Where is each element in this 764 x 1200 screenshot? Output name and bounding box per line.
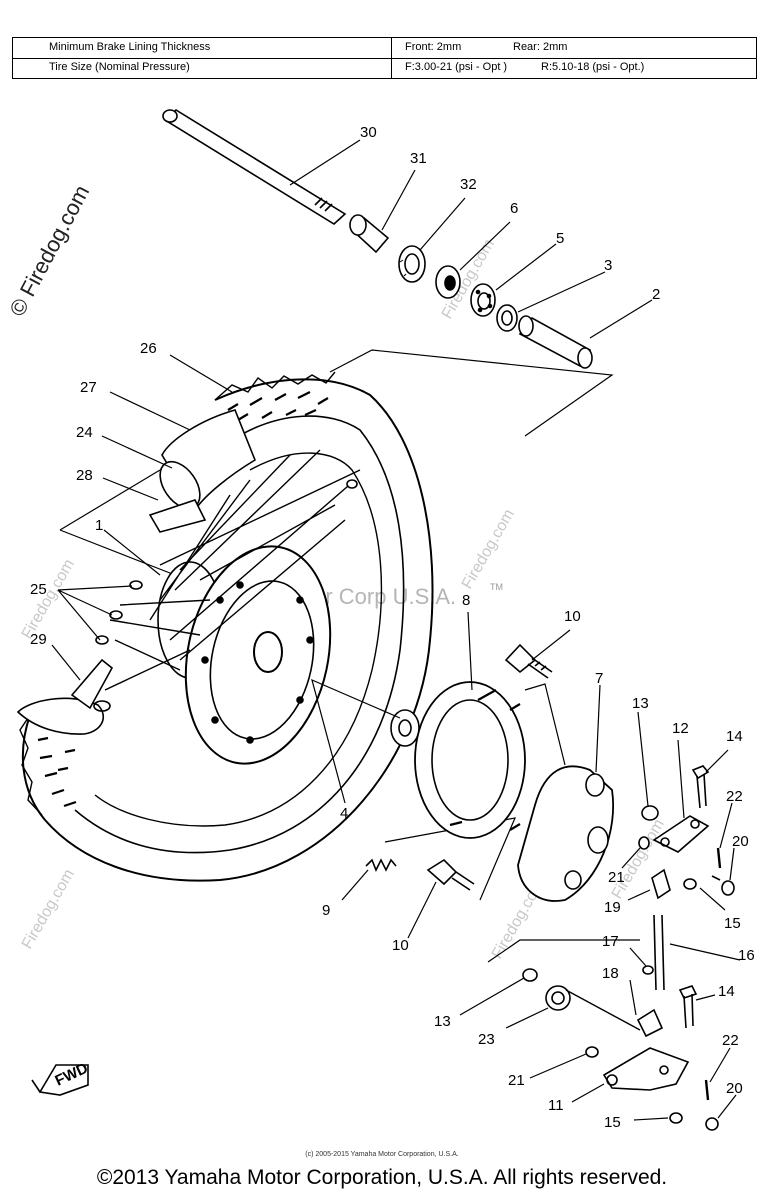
callout-8: 8: [462, 592, 470, 609]
part-12-cam-lever: [652, 815, 710, 853]
callout-14-lower: 14: [718, 983, 735, 1000]
callout-17: 17: [602, 933, 619, 950]
fwd-arrow-icon: [31, 1064, 89, 1096]
part-3-seal: [496, 304, 518, 332]
callout-23: 23: [478, 1031, 495, 1048]
callout-13: 13: [632, 695, 649, 712]
callout-22: 22: [726, 788, 743, 805]
part-30-axle: [162, 109, 347, 225]
callout-16: 16: [738, 947, 755, 964]
spec-front-value: F:3.00-21 (psi - Opt ): [405, 61, 508, 73]
part-7-brake-panel: [517, 765, 614, 902]
part-27-tube: [159, 409, 256, 512]
callout-2: 2: [652, 286, 660, 303]
part-31-spacer: [349, 214, 390, 254]
spec-label: Minimum Brake Lining Thickness: [49, 41, 211, 53]
callout-12: 12: [672, 720, 689, 737]
part-18-joint: [636, 1008, 664, 1038]
part-13-washer-lower: [522, 968, 538, 982]
callout-11: 11: [548, 1097, 564, 1114]
callout-15: 15: [724, 915, 741, 932]
spec-rear-value: Rear: 2mm: [513, 41, 568, 53]
callout-20-lower: 20: [726, 1080, 743, 1097]
part-23-spring: [545, 985, 641, 1031]
callout-27: 27: [80, 379, 97, 396]
callout-21-lower: 21: [508, 1072, 525, 1089]
callout-labels: 30 31 32 6 5 3 2 26 27 24 28 1 25 29 8 1…: [30, 124, 755, 1131]
firedog-watermark-main: © Firedog.com: [4, 181, 94, 320]
callout-13-lower: 13: [434, 1013, 451, 1030]
part-6-bearing: [435, 265, 461, 299]
firedog-watermark: Firedog.com: [19, 866, 78, 952]
part-9-spring: [365, 858, 397, 872]
callout-25: 25: [30, 581, 47, 598]
firedog-watermark: Firedog.com: [459, 506, 518, 592]
part-5-bearing: [470, 283, 496, 317]
callout-28: 28: [76, 467, 93, 484]
part-4-bearing: [390, 709, 420, 747]
main-copyright: ©2013 Yamaha Motor Corporation, U.S.A. A…: [96, 1166, 668, 1189]
part-16-rod: [653, 914, 665, 991]
callout-4: 4: [340, 805, 348, 822]
callout-22-lower: 22: [722, 1032, 739, 1049]
part-21-washer-lower: [585, 1046, 599, 1058]
spec-row-tire-size: Tire Size (Nominal Pressure) F:3.00-21 (…: [13, 58, 756, 78]
part-13-washer: [641, 805, 659, 821]
part-17-locknut: [642, 965, 654, 975]
spec-label: Tire Size (Nominal Pressure): [49, 61, 190, 73]
part-22-pin: [716, 847, 722, 869]
part-14-bolt: [691, 765, 710, 809]
callout-7: 7: [595, 670, 603, 687]
callout-21: 21: [608, 869, 625, 886]
part-20-clevis-pin-lower: [705, 1117, 719, 1131]
callout-3: 3: [604, 257, 612, 274]
part-14-bolt-lower: [678, 985, 698, 1029]
callout-10: 10: [564, 608, 581, 625]
callout-14: 14: [726, 728, 743, 745]
callout-19: 19: [604, 899, 621, 916]
small-copyright: (c) 2005-2015 Yamaha Motor Corporation, …: [305, 1151, 459, 1158]
part-8-brake-shoes: [414, 681, 526, 839]
callout-24: 24: [76, 424, 93, 441]
callout-9: 9: [322, 902, 330, 919]
part-1-hub: [104, 449, 361, 765]
part-22-pin-lower: [704, 1079, 710, 1101]
callout-30: 30: [360, 124, 377, 141]
spec-table: Minimum Brake Lining Thickness Front: 2m…: [12, 37, 757, 79]
leader-lines: [51, 139, 741, 1121]
callout-31: 31: [410, 150, 427, 167]
callout-18: 18: [602, 965, 619, 982]
callout-20: 20: [732, 833, 749, 850]
part-25-spoke-nipples: [95, 479, 358, 645]
spec-divider: [391, 38, 393, 78]
firedog-watermark: Firedog.com: [19, 556, 78, 642]
callout-15-lower: 15: [604, 1114, 621, 1131]
part-29-valve: [70, 658, 114, 712]
exploded-parts-diagram: © Firedog.com Firedog.com Firedog.com Fi…: [4, 109, 755, 1131]
part-2-collar: [518, 315, 593, 369]
callout-32: 32: [460, 176, 477, 193]
part-10-cam-upper: [504, 643, 553, 679]
callout-6: 6: [510, 200, 518, 217]
part-wheel-assembly: [16, 371, 434, 882]
part-11-lever: [602, 1047, 690, 1091]
part-15-nut: [683, 878, 697, 890]
part-10-cam-lower: [426, 858, 475, 891]
trademark-mark: TM: [490, 582, 503, 592]
spec-rear-value: R:5.10-18 (psi - Opt.): [541, 61, 645, 73]
part-19-joint: [651, 868, 671, 900]
callout-5: 5: [556, 230, 564, 247]
drawing-layer: [16, 109, 741, 1131]
spec-row-brake-lining: Minimum Brake Lining Thickness Front: 2m…: [13, 38, 756, 59]
part-20-clevis-pin: [711, 875, 735, 896]
spec-front-value: Front: 2mm: [405, 41, 462, 53]
part-21-washer: [638, 836, 650, 850]
part-32-seal: [398, 245, 426, 283]
part-15-nut-lower: [669, 1112, 683, 1124]
callout-29: 29: [30, 631, 47, 648]
callout-10-lower: 10: [392, 937, 409, 954]
callout-26: 26: [140, 340, 157, 357]
callout-1: 1: [95, 517, 103, 534]
part-28-rim-band: [148, 499, 207, 533]
